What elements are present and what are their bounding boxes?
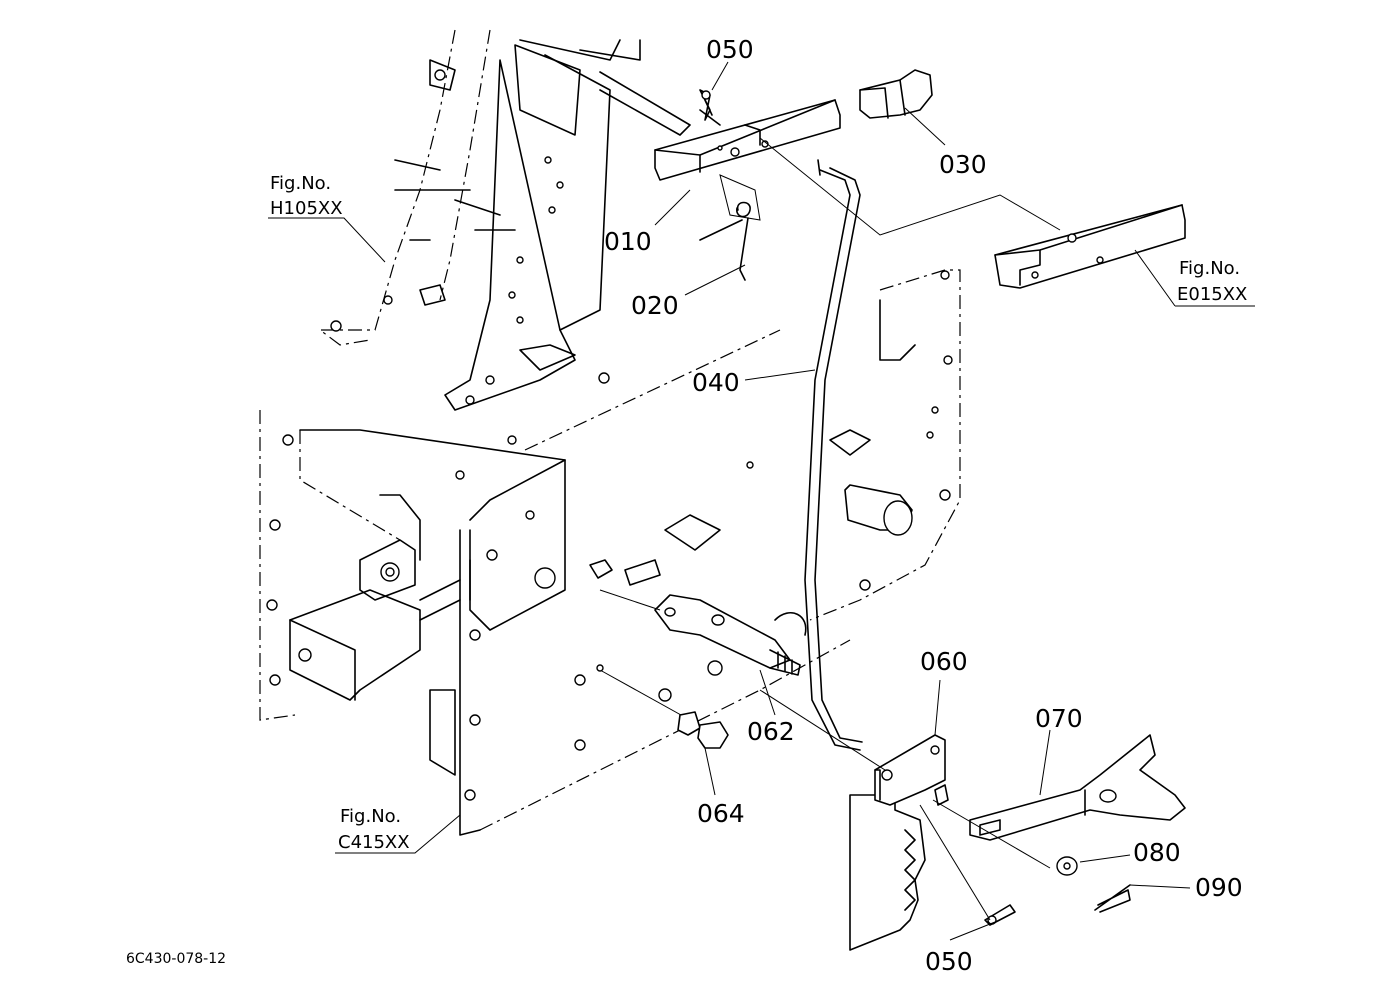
drawing-code: 6C430-078-12 — [126, 951, 226, 967]
fig-ref-e015-line1: Fig.No. — [1179, 258, 1240, 279]
cotter-pin-090 — [1094, 884, 1131, 913]
fig-ref-h105-line1: Fig.No. — [270, 173, 331, 194]
label-080: 080 — [1133, 838, 1181, 867]
label-060: 060 — [920, 647, 968, 676]
label-070: 070 — [1035, 704, 1083, 733]
label-064: 064 — [697, 799, 745, 828]
leader-lines — [268, 61, 1255, 941]
fig-ref-h105-line2: H105XX — [270, 198, 343, 219]
figure-references: Fig.No. H105XX Fig.No. E015XX Fig.No. C4… — [270, 173, 1247, 853]
lever-bracket-010 — [654, 99, 841, 181]
reference-bracket-e015 — [759, 137, 1186, 289]
label-040: 040 — [692, 368, 740, 397]
link-arm-070 — [969, 734, 1186, 841]
label-050-bottom: 050 — [925, 947, 973, 976]
plate-060 — [849, 734, 949, 951]
cotter-pin-050-bottom — [984, 904, 1016, 926]
cotter-pin-050-top — [699, 89, 711, 121]
rod-040 — [804, 159, 863, 751]
label-090: 090 — [1195, 873, 1243, 902]
main-frame — [259, 269, 961, 836]
pivot-pin-062 — [599, 589, 807, 676]
label-050-top: 050 — [706, 35, 754, 64]
grip-030 — [859, 69, 933, 119]
label-030: 030 — [939, 150, 987, 179]
bolt-064 — [596, 664, 729, 749]
spring-020 — [699, 174, 761, 281]
label-062: 062 — [747, 717, 795, 746]
part-labels: 050 030 010 020 040 060 070 062 064 080 … — [604, 35, 1243, 976]
fig-ref-c415-line1: Fig.No. — [340, 806, 401, 827]
fig-ref-c415-line2: C415XX — [338, 832, 410, 853]
washer-080 — [1056, 856, 1078, 876]
label-020: 020 — [631, 291, 679, 320]
fig-ref-e015-line2: E015XX — [1177, 284, 1247, 305]
label-010: 010 — [604, 227, 652, 256]
upper-bracket-assembly — [318, 29, 781, 451]
